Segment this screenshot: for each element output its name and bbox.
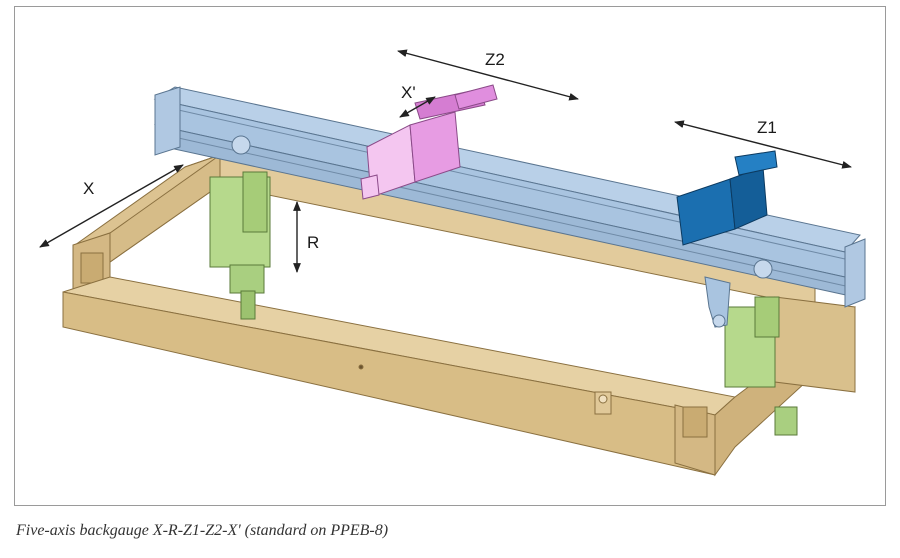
- figure-caption: Five-axis backgauge X-R-Z1-Z2-X' (standa…: [16, 522, 389, 539]
- r-actuator-left: [209, 171, 271, 320]
- axis-label-z2: Z2: [485, 50, 505, 69]
- axis-label-x-prime: X': [401, 83, 416, 102]
- axis-label-x: X: [83, 179, 94, 198]
- figure-frame: X R Z2 X' Z1: [14, 6, 886, 506]
- backgauge-illustration: X R Z2 X' Z1: [39, 49, 866, 477]
- arrow-x-prime: [399, 96, 436, 118]
- arrow-z1: [674, 120, 852, 169]
- arrow-x: [39, 164, 184, 248]
- axis-label-z1: Z1: [757, 118, 777, 137]
- axis-label-r: R: [307, 233, 319, 252]
- arrow-z2: [397, 49, 579, 101]
- axis-arrows: [39, 49, 852, 273]
- r-actuator-right: [724, 296, 798, 436]
